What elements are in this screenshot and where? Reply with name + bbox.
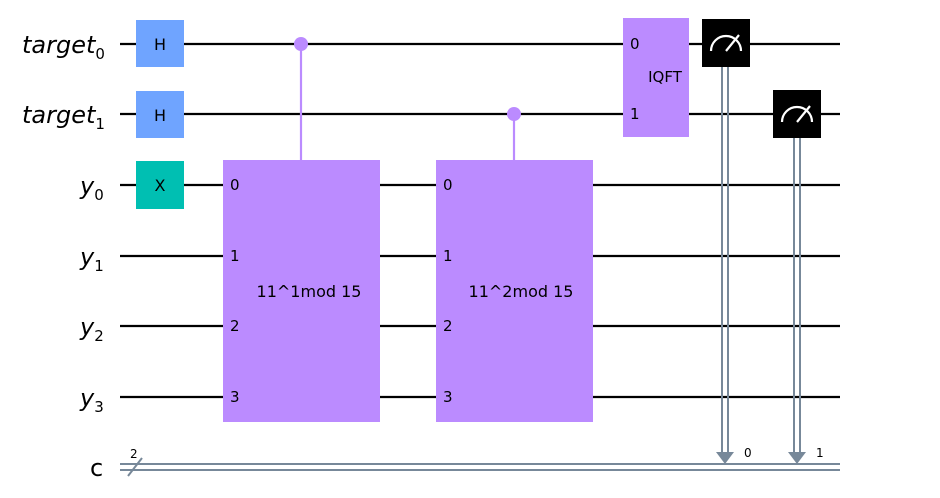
wire-labels: target0 target1 y0 y1 y2 y3 c 2 (22, 31, 138, 482)
h-gate-target-1: H (136, 91, 184, 138)
iqft-label: IQFT (648, 68, 683, 86)
label-y-1: y1 (79, 243, 104, 275)
x-gate-label: X (155, 176, 166, 195)
classical-wire (120, 457, 840, 477)
port-label: 1 (443, 247, 453, 265)
meter-icon (780, 105, 814, 123)
port-label: 0 (230, 176, 240, 194)
controlled-modexp-gate-2: 0 1 2 3 11^2mod 15 (436, 107, 593, 422)
classical-bit-index: 0 (744, 446, 752, 460)
classical-bit-index: 1 (816, 446, 824, 460)
h-gate-label: H (154, 35, 166, 54)
controlled-modexp-gate-1: 0 1 2 3 11^1mod 15 (223, 37, 380, 422)
label-y-2: y2 (79, 313, 104, 345)
measure-gate-target-1: 1 (773, 90, 824, 464)
modexp-1-label: 11^1mod 15 (257, 282, 362, 301)
label-target-1: target1 (22, 101, 105, 133)
port-label: 1 (630, 105, 640, 123)
port-label: 0 (630, 35, 640, 53)
x-gate-y-0: X (136, 161, 184, 209)
port-label: 3 (230, 388, 240, 406)
h-gate-target-0: H (136, 20, 184, 67)
port-label: 3 (443, 388, 453, 406)
label-classical-register: c (90, 454, 103, 482)
port-label: 2 (230, 317, 240, 335)
h-gate-label: H (154, 106, 166, 125)
label-y-0: y0 (79, 172, 104, 204)
modexp-2-label: 11^2mod 15 (469, 282, 574, 301)
classical-register-size: 2 (130, 447, 138, 461)
bus-slash (127, 457, 143, 477)
measure-arrow (716, 452, 734, 464)
label-target-0: target0 (22, 31, 105, 63)
control-dot (507, 107, 521, 121)
port-label: 1 (230, 247, 240, 265)
port-label: 0 (443, 176, 453, 194)
measure-gate-target-0: 0 (702, 19, 752, 464)
control-dot (294, 37, 308, 51)
port-label: 2 (443, 317, 453, 335)
measure-arrow (788, 452, 806, 464)
label-y-3: y3 (79, 384, 104, 416)
meter-icon (709, 34, 743, 52)
iqft-gate: 0 1 IQFT (623, 18, 689, 137)
